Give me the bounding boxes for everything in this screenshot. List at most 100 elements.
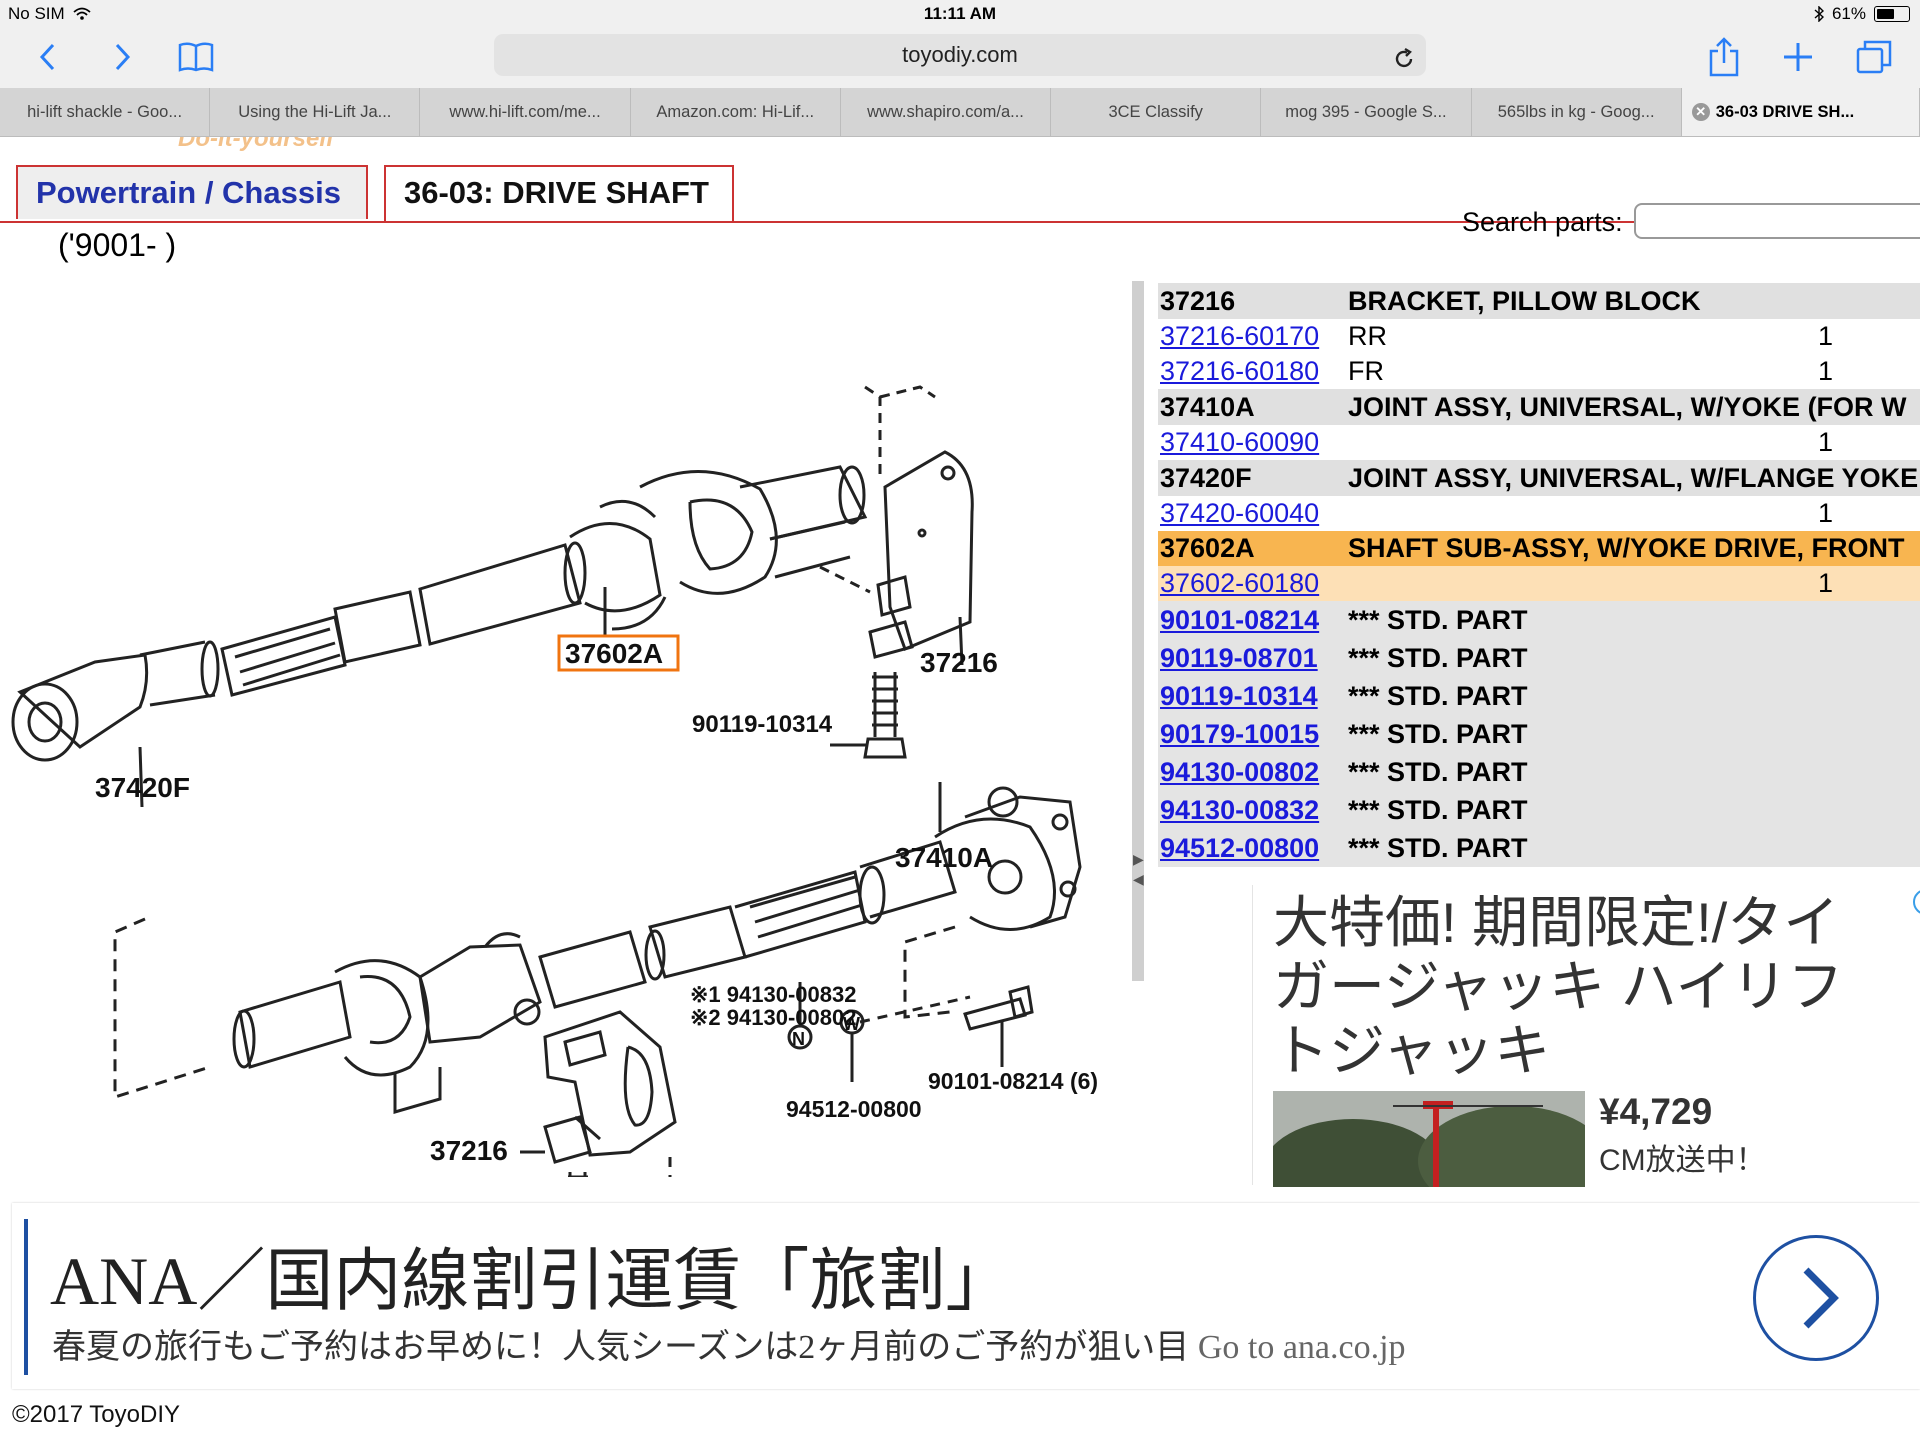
diagram-label-37420f[interactable]: 37420F bbox=[95, 772, 190, 803]
upper-bracket bbox=[819, 385, 974, 659]
diagram-label-94130-00802[interactable]: ※2 94130-00802 bbox=[690, 1005, 856, 1030]
reload-icon bbox=[1395, 47, 1413, 68]
bolt-90119 bbox=[863, 672, 907, 759]
expand-right-icon: ▶ bbox=[1133, 851, 1144, 867]
new-tab-button[interactable] bbox=[1774, 34, 1822, 80]
book-icon bbox=[178, 42, 214, 72]
battery-icon bbox=[1874, 6, 1910, 22]
panel-divider[interactable]: ▶ ◀ bbox=[1132, 281, 1144, 981]
std-part-desc: *** STD. PART bbox=[1348, 605, 1528, 635]
tab-shapiro[interactable]: www.shapiro.com/a... bbox=[841, 88, 1052, 136]
part-group-code: 37410A bbox=[1160, 392, 1255, 422]
chevron-right-icon bbox=[1803, 1267, 1839, 1329]
tab-565lbs[interactable]: 565lbs in kg - Goog... bbox=[1472, 88, 1682, 136]
tab-amazon[interactable]: Amazon.com: Hi-Lif... bbox=[631, 88, 841, 136]
std-part-link[interactable]: 94512-00800 bbox=[1160, 833, 1320, 863]
site-logo-fragment: Do-it-yourself bbox=[178, 137, 334, 152]
std-part-link[interactable]: 90119-10314 bbox=[1160, 681, 1318, 711]
diagram-label-37410a[interactable]: 37410A bbox=[895, 842, 993, 873]
parts-diagram: 37602A 37216 90119-10314 37420F 37410A ※… bbox=[11, 385, 1098, 1177]
diagram-mark-w: W bbox=[843, 1014, 860, 1034]
banner-subtitle-text: 春夏の旅行もご予約はお早めに！人気シーズンは2ヶ月前のご予約が狙い目 bbox=[52, 1329, 1190, 1366]
part-group-row[interactable]: 37420F JOINT ASSY, UNIVERSAL, W/FLANGE Y… bbox=[1158, 460, 1920, 496]
part-qty: 1 bbox=[1818, 321, 1834, 351]
std-part-desc: *** STD. PART bbox=[1348, 719, 1528, 749]
web-page: Do-it-yourself Powertrain / Chassis 36-0… bbox=[0, 137, 1920, 1439]
part-group-row-selected[interactable]: 37602A SHAFT SUB-ASSY, W/YOKE DRIVE, FRO… bbox=[1158, 531, 1920, 566]
banner-go-button[interactable] bbox=[1753, 1235, 1879, 1361]
std-part-row: 90119-08701 *** STD. PART bbox=[1158, 639, 1920, 677]
model-years: ('9001- ) bbox=[58, 227, 177, 263]
reload-button[interactable] bbox=[1392, 43, 1416, 85]
banner-subtitle: 春夏の旅行もご予約はお早めに！人気シーズンは2ヶ月前のご予約が狙い目 Go to… bbox=[52, 1319, 1406, 1368]
std-part-row: 94130-00802 *** STD. PART bbox=[1158, 753, 1920, 791]
wifi-icon bbox=[73, 7, 91, 20]
forward-button[interactable] bbox=[98, 34, 146, 80]
tab-hi-lift-shackle[interactable]: hi-lift shackle - Goo... bbox=[0, 88, 211, 136]
part-number-link[interactable]: 37216-60170 bbox=[1160, 321, 1320, 351]
tab-strip: hi-lift shackle - Goo... Using the Hi-Li… bbox=[0, 88, 1920, 137]
diagram-label-37216-lower[interactable]: 37216 bbox=[430, 1135, 508, 1166]
part-qty: 1 bbox=[1818, 427, 1834, 457]
std-part-link[interactable]: 94130-00832 bbox=[1160, 795, 1320, 825]
address-bar[interactable]: toyodiy.com bbox=[494, 34, 1426, 76]
part-number-row: 37410-60090 1 bbox=[1158, 425, 1920, 460]
product-ad[interactable]: i 大特価! 期間限定!/タイガージャッキ ハイリフトジャッキ ¥4,729 C… bbox=[1252, 885, 1920, 1187]
std-part-link[interactable]: 94130-00802 bbox=[1160, 757, 1320, 787]
part-qty: 1 bbox=[1818, 498, 1834, 528]
std-part-desc: *** STD. PART bbox=[1348, 833, 1528, 863]
back-button[interactable] bbox=[24, 34, 72, 80]
search-input[interactable] bbox=[1634, 203, 1920, 239]
share-button[interactable] bbox=[1700, 34, 1748, 80]
close-tab-icon[interactable]: ✕ bbox=[1691, 103, 1710, 121]
ad-title: 大特価! 期間限定!/タイガージャッキ ハイリフトジャッキ bbox=[1273, 891, 1844, 1082]
diagram-label-90101[interactable]: 90101-08214 (6) bbox=[928, 1068, 1098, 1094]
lower-shaft-assembly bbox=[232, 786, 1082, 1114]
std-part-row: 94130-00832 *** STD. PART bbox=[1158, 791, 1920, 829]
std-part-link[interactable]: 90101-08214 bbox=[1160, 605, 1320, 635]
bluetooth-icon bbox=[1814, 6, 1824, 22]
copyright: ©2017 ToyoDIY bbox=[12, 1401, 181, 1428]
part-group-desc: JOINT ASSY, UNIVERSAL, W/YOKE (FOR W bbox=[1348, 392, 1907, 422]
part-qty: 1 bbox=[1818, 356, 1834, 386]
std-part-link[interactable]: 90179-10015 bbox=[1160, 719, 1320, 749]
diagram-label-94512[interactable]: 94512-00800 bbox=[786, 1096, 922, 1122]
banner-link[interactable]: Go to ana.co.jp bbox=[1197, 1329, 1406, 1366]
part-number-link[interactable]: 37216-60180 bbox=[1160, 356, 1320, 386]
search-label: Search parts: bbox=[1462, 207, 1623, 237]
diagram-label-37602a[interactable]: 37602A bbox=[565, 638, 663, 669]
expand-left-icon: ◀ bbox=[1133, 871, 1144, 887]
tab-mog-395[interactable]: mog 395 - Google S... bbox=[1261, 88, 1472, 136]
diagram-label-37216-upper[interactable]: 37216 bbox=[920, 647, 998, 678]
banner-ad[interactable]: ANA／国内線割引運賃「旅割」 春夏の旅行もご予約はお早めに！人気シーズンは2ヶ… bbox=[12, 1203, 1920, 1389]
tab-3ce-classify[interactable]: 3CE Classify bbox=[1051, 88, 1262, 136]
bookmarks-button[interactable] bbox=[172, 34, 220, 80]
ad-info-icon[interactable]: i bbox=[1913, 889, 1920, 915]
part-variant: FR bbox=[1348, 356, 1384, 386]
part-group-row[interactable]: 37410A JOINT ASSY, UNIVERSAL, W/YOKE (FO… bbox=[1158, 389, 1920, 425]
std-part-link[interactable]: 90119-08701 bbox=[1160, 643, 1318, 673]
carrier-label: No SIM bbox=[8, 4, 65, 23]
std-part-row: 90101-08214 *** STD. PART bbox=[1158, 601, 1920, 639]
breadcrumb-section: 36-03: DRIVE SHAFT bbox=[384, 165, 734, 221]
part-group-row[interactable]: 37216 BRACKET, PILLOW BLOCK bbox=[1158, 283, 1920, 319]
diagram-label-94130-00832[interactable]: ※1 94130-00832 bbox=[690, 982, 856, 1007]
part-group-desc: SHAFT SUB-ASSY, W/YOKE DRIVE, FRONT bbox=[1348, 533, 1905, 563]
part-number-row: 37420-60040 1 bbox=[1158, 496, 1920, 531]
part-number-link[interactable]: 37410-60090 bbox=[1160, 427, 1320, 457]
std-part-row: 90179-10015 *** STD. PART bbox=[1158, 715, 1920, 753]
share-icon bbox=[1709, 37, 1739, 77]
tabs-button[interactable] bbox=[1850, 34, 1898, 80]
breadcrumb: Powertrain / Chassis 36-03: DRIVE SHAFT … bbox=[0, 165, 1920, 239]
tab-drive-shaft[interactable]: ✕ 36-03 DRIVE SH... bbox=[1681, 88, 1920, 136]
breadcrumb-category[interactable]: Powertrain / Chassis bbox=[16, 165, 368, 219]
ad-price: ¥4,729 bbox=[1599, 1091, 1713, 1132]
diagram-label-90119[interactable]: 90119-10314 bbox=[692, 711, 833, 738]
jack-photo bbox=[1273, 1091, 1585, 1187]
part-number-link[interactable]: 37420-60040 bbox=[1160, 498, 1320, 528]
tab-using-hi-lift[interactable]: Using the Hi-Lift Ja... bbox=[210, 88, 421, 136]
part-number-link[interactable]: 37602-60180 bbox=[1160, 568, 1320, 598]
tab-hi-lift-com[interactable]: www.hi-lift.com/me... bbox=[420, 88, 631, 136]
chevron-right-icon bbox=[115, 43, 131, 71]
lower-bracket bbox=[543, 1010, 677, 1164]
